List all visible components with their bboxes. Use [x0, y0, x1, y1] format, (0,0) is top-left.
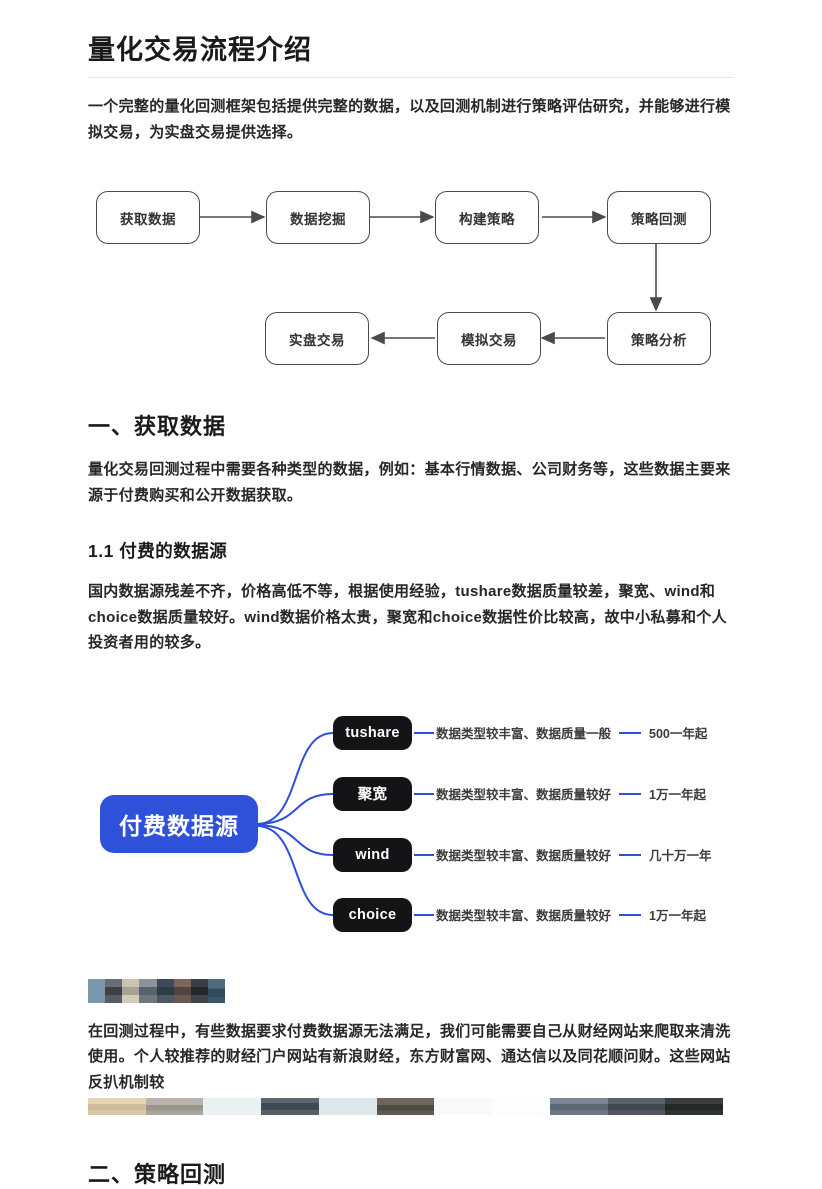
mosaic-cell — [207, 978, 225, 1003]
mosaic-cell — [105, 978, 123, 1003]
mosaic-cell — [318, 1098, 377, 1115]
flow-node-sim-trading: 模拟交易 — [437, 312, 541, 365]
mindmap-node-jukuan: 聚宽 — [333, 776, 412, 811]
mosaic-cell — [88, 1098, 146, 1115]
flowchart-arrows — [200, 210, 663, 345]
mosaic-cell — [607, 1098, 666, 1115]
flow-node-build-strategy: 构建策略 — [435, 191, 539, 244]
mosaic-cell — [88, 978, 106, 1003]
mosaic-cell — [139, 978, 157, 1003]
mosaic-cell — [261, 1098, 319, 1115]
branch-description: 数据类型较丰富、数据质量较好 — [436, 788, 612, 802]
mindmap-node-choice: choice — [333, 897, 412, 932]
mindmap-branch-choice: choice 数据类型较丰富、数据质量较好 1万一年起 — [333, 897, 706, 932]
mindmap-branch-curves — [257, 731, 334, 916]
flow-node-backtest: 策略回测 — [607, 191, 711, 244]
branch-connector-line — [414, 913, 434, 916]
branch-price: 1万一年起 — [649, 909, 706, 923]
page-title: 量化交易流程介绍 — [88, 28, 734, 78]
mindmap-node-tushare: tushare — [333, 715, 412, 750]
branch-description: 数据类型较丰富、数据质量较好 — [436, 849, 612, 863]
mosaic-cell — [376, 1098, 435, 1115]
branch-price: 1万一年起 — [649, 788, 706, 802]
branch-price: 几十万一年 — [649, 849, 712, 863]
blurred-image-small — [88, 978, 225, 1003]
mosaic-cell — [203, 1098, 262, 1115]
mindmap-branch-jukuan: 聚宽 数据类型较丰富、数据质量较好 1万一年起 — [333, 776, 706, 811]
mosaic-cell — [173, 978, 191, 1003]
branch-connector-line — [414, 731, 434, 734]
branch-description: 数据类型较丰富、数据质量一般 — [436, 727, 612, 741]
process-flowchart: 获取数据 数据挖掘 构建策略 策略回测 实盘交易 模拟交易 策略分析 — [88, 175, 734, 367]
mindmap-branch-tushare: tushare 数据类型较丰富、数据质量一般 500一年起 — [333, 715, 708, 750]
branch-connector-line — [414, 792, 434, 795]
mosaic-cell — [122, 978, 140, 1003]
mosaic-cell — [665, 1098, 724, 1115]
branch-price: 500一年起 — [649, 727, 708, 741]
mosaic-cell — [190, 978, 208, 1003]
blurred-image-strip — [88, 1098, 724, 1115]
mindmap-branch-wind: wind 数据类型较丰富、数据质量较好 几十万一年 — [333, 837, 712, 872]
branch-connector-line — [619, 792, 642, 795]
flow-node-data-mining: 数据挖掘 — [266, 191, 370, 244]
flow-node-acquire-data: 获取数据 — [96, 191, 200, 244]
flow-node-live-trading: 实盘交易 — [265, 312, 369, 365]
section-1-heading: 一、获取数据 — [88, 414, 227, 439]
section-2-heading: 二、策略回测 — [88, 1162, 227, 1187]
branch-description: 数据类型较丰富、数据质量较好 — [436, 909, 612, 923]
branch-connector-line — [414, 853, 434, 856]
mosaic-cell — [492, 1098, 550, 1115]
mosaic-cell — [549, 1098, 608, 1115]
section-1-1-paragraph: 国内数据源残差不齐，价格高低不等，根据使用经验，tushare数据质量较差，聚宽… — [88, 583, 727, 651]
branch-connector-line — [619, 853, 642, 856]
branch-connector-line — [619, 731, 642, 734]
mosaic-cell — [156, 978, 174, 1003]
section-1-1-heading: 1.1 付费的数据源 — [88, 541, 228, 561]
crawl-paragraph: 在回测过程中，有些数据要求付费数据源无法满足，我们可能需要自己从财经网站来爬取来… — [88, 1022, 731, 1091]
mindmap-root-node: 付费数据源 — [100, 794, 258, 853]
flow-node-analysis: 策略分析 — [607, 312, 711, 365]
section-1-paragraph: 量化交易回测过程中需要各种类型的数据，例如：基本行情数据、公司财务等，这些数据主… — [88, 461, 731, 504]
mosaic-cell — [434, 1098, 493, 1115]
branch-connector-line — [619, 913, 642, 916]
intro-paragraph: 一个完整的量化回测框架包括提供完整的数据，以及回测机制进行策略评估研究，并能够进… — [88, 98, 731, 141]
mosaic-cell — [145, 1098, 204, 1115]
paid-datasource-mindmap: 付费数据源 tushare 数据类型较丰富、数据质量一般 500一年起 聚宽 数… — [88, 698, 734, 953]
mindmap-node-wind: wind — [333, 837, 412, 872]
